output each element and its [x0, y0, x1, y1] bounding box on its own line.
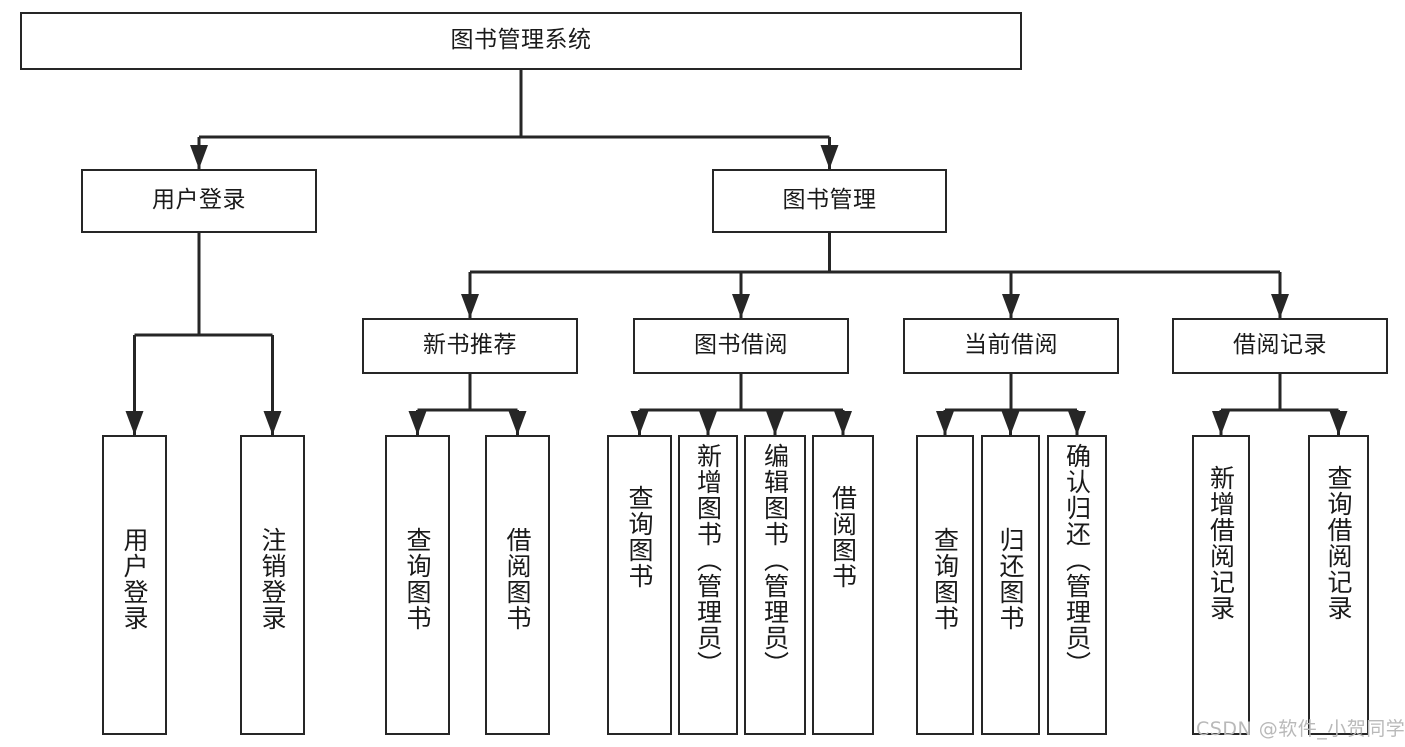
node-label: 编辑图书（管理员）: [760, 443, 790, 677]
node-user-login[interactable]: 用户登录: [81, 169, 317, 233]
node-book-borrow[interactable]: 图书借阅: [633, 318, 849, 374]
node-label: 图书借阅: [694, 332, 788, 359]
node-leaf-edit-book[interactable]: 编辑图书（管理员）: [744, 435, 806, 735]
node-label: 用户登录: [152, 187, 246, 214]
node-leaf-return-book[interactable]: 归还图书: [981, 435, 1040, 735]
node-label: 借阅记录: [1233, 332, 1327, 359]
node-leaf-logout[interactable]: 注销登录: [240, 435, 305, 735]
node-book-manage[interactable]: 图书管理: [712, 169, 947, 233]
node-label: 图书管理: [782, 187, 877, 214]
watermark: CSDN @软件_小贺同学: [1196, 718, 1405, 740]
node-label: 确认归还（管理员）: [1062, 443, 1092, 677]
node-leaf-query-book-1[interactable]: 查询图书: [385, 435, 450, 735]
node-new-book-rec[interactable]: 新书推荐: [362, 318, 578, 374]
node-label: 查询图书: [403, 527, 432, 631]
node-label: 借阅图书: [828, 485, 858, 589]
node-label: 新增图书（管理员）: [693, 443, 723, 677]
node-label: 当前借阅: [964, 332, 1058, 359]
node-root[interactable]: 图书管理系统: [20, 12, 1022, 70]
node-current-borrow[interactable]: 当前借阅: [903, 318, 1119, 374]
node-leaf-query-book-3[interactable]: 查询图书: [916, 435, 974, 735]
node-label: 用户登录: [120, 527, 149, 631]
node-label: 注销登录: [258, 527, 287, 631]
node-leaf-confirm-return[interactable]: 确认归还（管理员）: [1047, 435, 1107, 735]
node-label: 新增借阅记录: [1206, 465, 1236, 621]
node-label: 借阅图书: [503, 527, 532, 631]
node-leaf-borrow-book-1[interactable]: 借阅图书: [485, 435, 550, 735]
node-leaf-query-book-2[interactable]: 查询图书: [607, 435, 672, 735]
node-label: 查询借阅记录: [1324, 465, 1353, 621]
node-label: 图书管理系统: [450, 27, 592, 54]
node-leaf-query-record[interactable]: 查询借阅记录: [1308, 435, 1369, 735]
node-leaf-user-login[interactable]: 用户登录: [102, 435, 167, 735]
node-borrow-record[interactable]: 借阅记录: [1172, 318, 1388, 374]
node-leaf-add-book[interactable]: 新增图书（管理员）: [678, 435, 738, 735]
node-leaf-borrow-book-2[interactable]: 借阅图书: [812, 435, 874, 735]
node-label: 归还图书: [996, 527, 1025, 631]
node-label: 新书推荐: [423, 332, 517, 359]
node-leaf-add-record[interactable]: 新增借阅记录: [1192, 435, 1250, 735]
node-label: 查询图书: [625, 485, 654, 589]
node-label: 查询图书: [930, 527, 960, 631]
